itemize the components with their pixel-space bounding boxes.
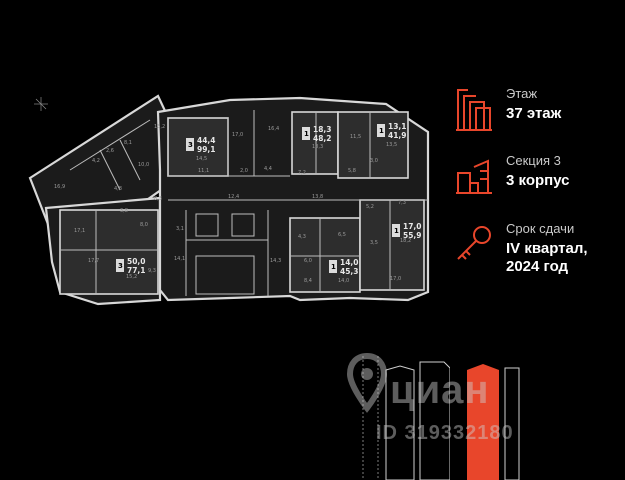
svg-text:14,1: 14,1	[174, 256, 185, 262]
svg-text:16,9: 16,9	[54, 184, 65, 190]
svg-text:8,4: 8,4	[304, 278, 312, 284]
svg-text:17,1: 17,1	[74, 228, 85, 234]
svg-text:12,4: 12,4	[228, 194, 239, 200]
svg-text:1: 1	[394, 227, 399, 235]
svg-text:3: 3	[118, 262, 123, 270]
svg-text:18,2: 18,2	[400, 238, 411, 244]
svg-text:17,0: 17,0	[232, 132, 243, 138]
delivery-value-line2: 2024 год	[506, 258, 569, 275]
svg-text:8,1: 8,1	[124, 140, 132, 146]
svg-text:17,7: 17,7	[88, 258, 99, 264]
svg-text:3,8: 3,8	[120, 208, 128, 214]
svg-text:1: 1	[331, 263, 336, 271]
apartment-badge: 1 18,3 48,2	[302, 125, 332, 143]
svg-text:77,1: 77,1	[127, 266, 146, 275]
svg-text:14,5: 14,5	[196, 156, 207, 162]
svg-text:16,4: 16,4	[268, 126, 279, 132]
building-section-icon	[456, 159, 492, 194]
floor-plan: 3 44,4 99,1 1 18,3 48,2 1 13,1 41,9 3 50…	[28, 94, 450, 480]
svg-text:48,2: 48,2	[313, 134, 332, 143]
svg-text:9,3: 9,3	[148, 268, 156, 274]
delivery-info: Срок сдачи IV квартал, 2024 год	[454, 221, 588, 276]
apartment-badge: 3 44,4 99,1	[186, 136, 216, 154]
svg-text:1: 1	[379, 127, 384, 135]
svg-text:13,2: 13,2	[154, 124, 165, 130]
svg-text:8,3: 8,3	[154, 196, 162, 202]
apartment-badge: 1 13,1 41,9	[377, 122, 407, 140]
svg-text:15,2: 15,2	[126, 274, 137, 280]
svg-text:2,6: 2,6	[106, 148, 114, 154]
svg-text:45,3: 45,3	[340, 267, 359, 276]
section-value: 3 корпус	[506, 172, 570, 189]
svg-text:5,2: 5,2	[366, 204, 374, 210]
svg-text:14,0: 14,0	[340, 258, 359, 267]
room-labels: 13,2 4,2 2,6 8,1 10,0 16,9 4,8 17,0 16,4…	[54, 124, 411, 284]
svg-text:44,4: 44,4	[197, 136, 216, 145]
floor-info: Этаж 37 этаж	[454, 86, 561, 132]
svg-text:7,3: 7,3	[398, 200, 406, 206]
svg-text:3,0: 3,0	[370, 158, 378, 164]
selected-tower-icon	[467, 364, 520, 480]
building-towers-illustration	[362, 356, 450, 480]
svg-text:8,0: 8,0	[140, 222, 148, 228]
svg-text:55,9: 55,9	[403, 231, 422, 240]
svg-text:6,0: 6,0	[304, 258, 312, 264]
apartment-unit[interactable]	[291, 111, 339, 175]
svg-text:3: 3	[188, 141, 193, 149]
delivery-value-line1: IV квартал,	[506, 240, 588, 257]
svg-text:13,8: 13,8	[312, 194, 323, 200]
svg-text:14,0: 14,0	[338, 278, 349, 284]
svg-text:13,1: 13,1	[388, 122, 407, 131]
svg-text:13,5: 13,5	[386, 142, 397, 148]
svg-text:11,5: 11,5	[350, 134, 361, 140]
floor-value: 37 этаж	[506, 105, 562, 122]
svg-text:14,3: 14,3	[270, 258, 281, 264]
svg-text:5,8: 5,8	[348, 168, 356, 174]
svg-text:2,0: 2,0	[240, 168, 248, 174]
svg-text:18,3: 18,3	[313, 125, 332, 134]
svg-text:1: 1	[304, 130, 309, 138]
svg-text:6,5: 6,5	[338, 232, 346, 238]
section-label: Секция 3	[506, 153, 561, 168]
apartment-unit[interactable]	[359, 199, 425, 291]
building-floor-icon	[456, 89, 492, 131]
svg-text:4,8: 4,8	[114, 186, 122, 192]
svg-text:3,5: 3,5	[370, 240, 378, 246]
svg-text:17,0: 17,0	[390, 276, 401, 282]
svg-text:4,3: 4,3	[298, 234, 306, 240]
svg-text:41,9: 41,9	[388, 131, 407, 140]
interior-walls	[60, 110, 428, 296]
svg-text:17,0: 17,0	[403, 222, 422, 231]
apartment-unit[interactable]	[289, 217, 361, 293]
svg-text:11,1: 11,1	[198, 168, 209, 174]
apartment-badge: 1 14,0 45,3	[329, 258, 359, 276]
svg-text:99,1: 99,1	[197, 145, 216, 154]
delivery-label: Срок сдачи	[506, 221, 575, 236]
svg-text:50,0: 50,0	[127, 257, 146, 266]
svg-text:4,2: 4,2	[92, 158, 100, 164]
key-icon	[457, 226, 491, 260]
section-info: Секция 3 3 корпус	[454, 153, 570, 199]
svg-text:7,2: 7,2	[298, 170, 306, 176]
svg-text:10,0: 10,0	[138, 162, 149, 168]
floor-label: Этаж	[506, 86, 538, 101]
svg-text:3,1: 3,1	[176, 226, 184, 232]
apartment-badge: 3 50,0 77,1	[116, 257, 146, 275]
compass-icon	[34, 97, 48, 111]
svg-text:18,3: 18,3	[312, 144, 323, 150]
apartment-unit[interactable]	[59, 209, 159, 295]
apartment-badge: 1 17,0 55,9	[392, 222, 422, 240]
apartment-unit[interactable]	[337, 111, 409, 179]
svg-text:4,4: 4,4	[264, 166, 272, 172]
